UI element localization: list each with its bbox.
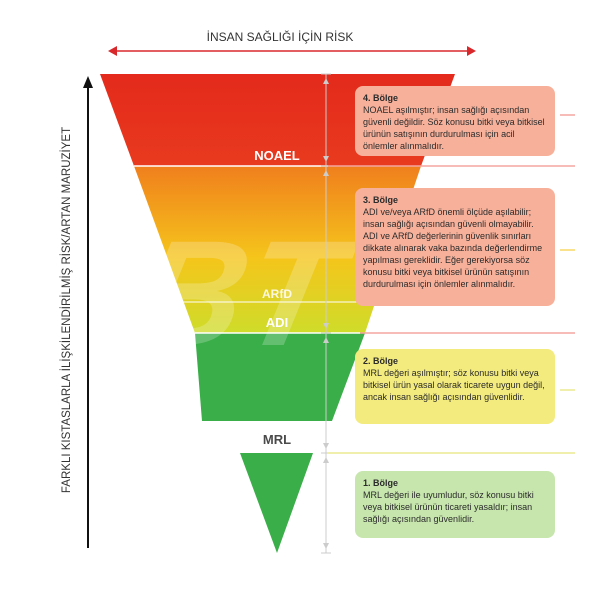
vertical-axis-arrow (83, 76, 93, 548)
watermark-logo: BT (120, 211, 367, 378)
top-label: İNSAN SAĞLIĞI İÇİN RİSK (207, 29, 354, 44)
adi-label: ADI (266, 315, 288, 330)
zone-4-text: NOAEL aşılmıştır; insan sağlığı açısında… (363, 105, 545, 151)
zone-4-title: 4. Bölge (363, 93, 399, 103)
mrl-label: MRL (263, 432, 291, 447)
zone-2-text: MRL değeri aşılmıştır; söz konusu bitki … (363, 368, 545, 402)
zone-2-title: 2. Bölge (363, 356, 399, 366)
zone-2-band (195, 333, 365, 421)
zone-1-tip (240, 453, 313, 553)
arfd-label: ARfD (262, 287, 292, 301)
zone-3-box: 3. Bölge ADI ve/veya ARfD önemli ölçüde … (355, 188, 555, 306)
dimension-line (321, 73, 331, 554)
zone-1-text: MRL değeri ile uyumludur, söz konusu bit… (363, 490, 534, 524)
top-double-arrow (108, 46, 476, 56)
zone-3-band (134, 166, 421, 333)
zone-3-title: 3. Bölge (363, 195, 399, 205)
zone-2-box: 2. Bölge MRL değeri aşılmıştır; söz konu… (355, 349, 555, 424)
zone-1-title: 1. Bölge (363, 478, 399, 488)
noael-label: NOAEL (254, 148, 300, 163)
zone-1-box: 1. Bölge MRL değeri ile uyumludur, söz k… (355, 471, 555, 538)
zone-3-text: ADI ve/veya ARfD önemli ölçüde aşılabili… (363, 207, 543, 289)
zone-4-box: 4. Bölge NOAEL aşılmıştır; insan sağlığı… (355, 86, 555, 156)
side-label: FARKLI KISTASLARLA İLİŞKİLENDİRİLMİŞ RİS… (60, 127, 73, 493)
